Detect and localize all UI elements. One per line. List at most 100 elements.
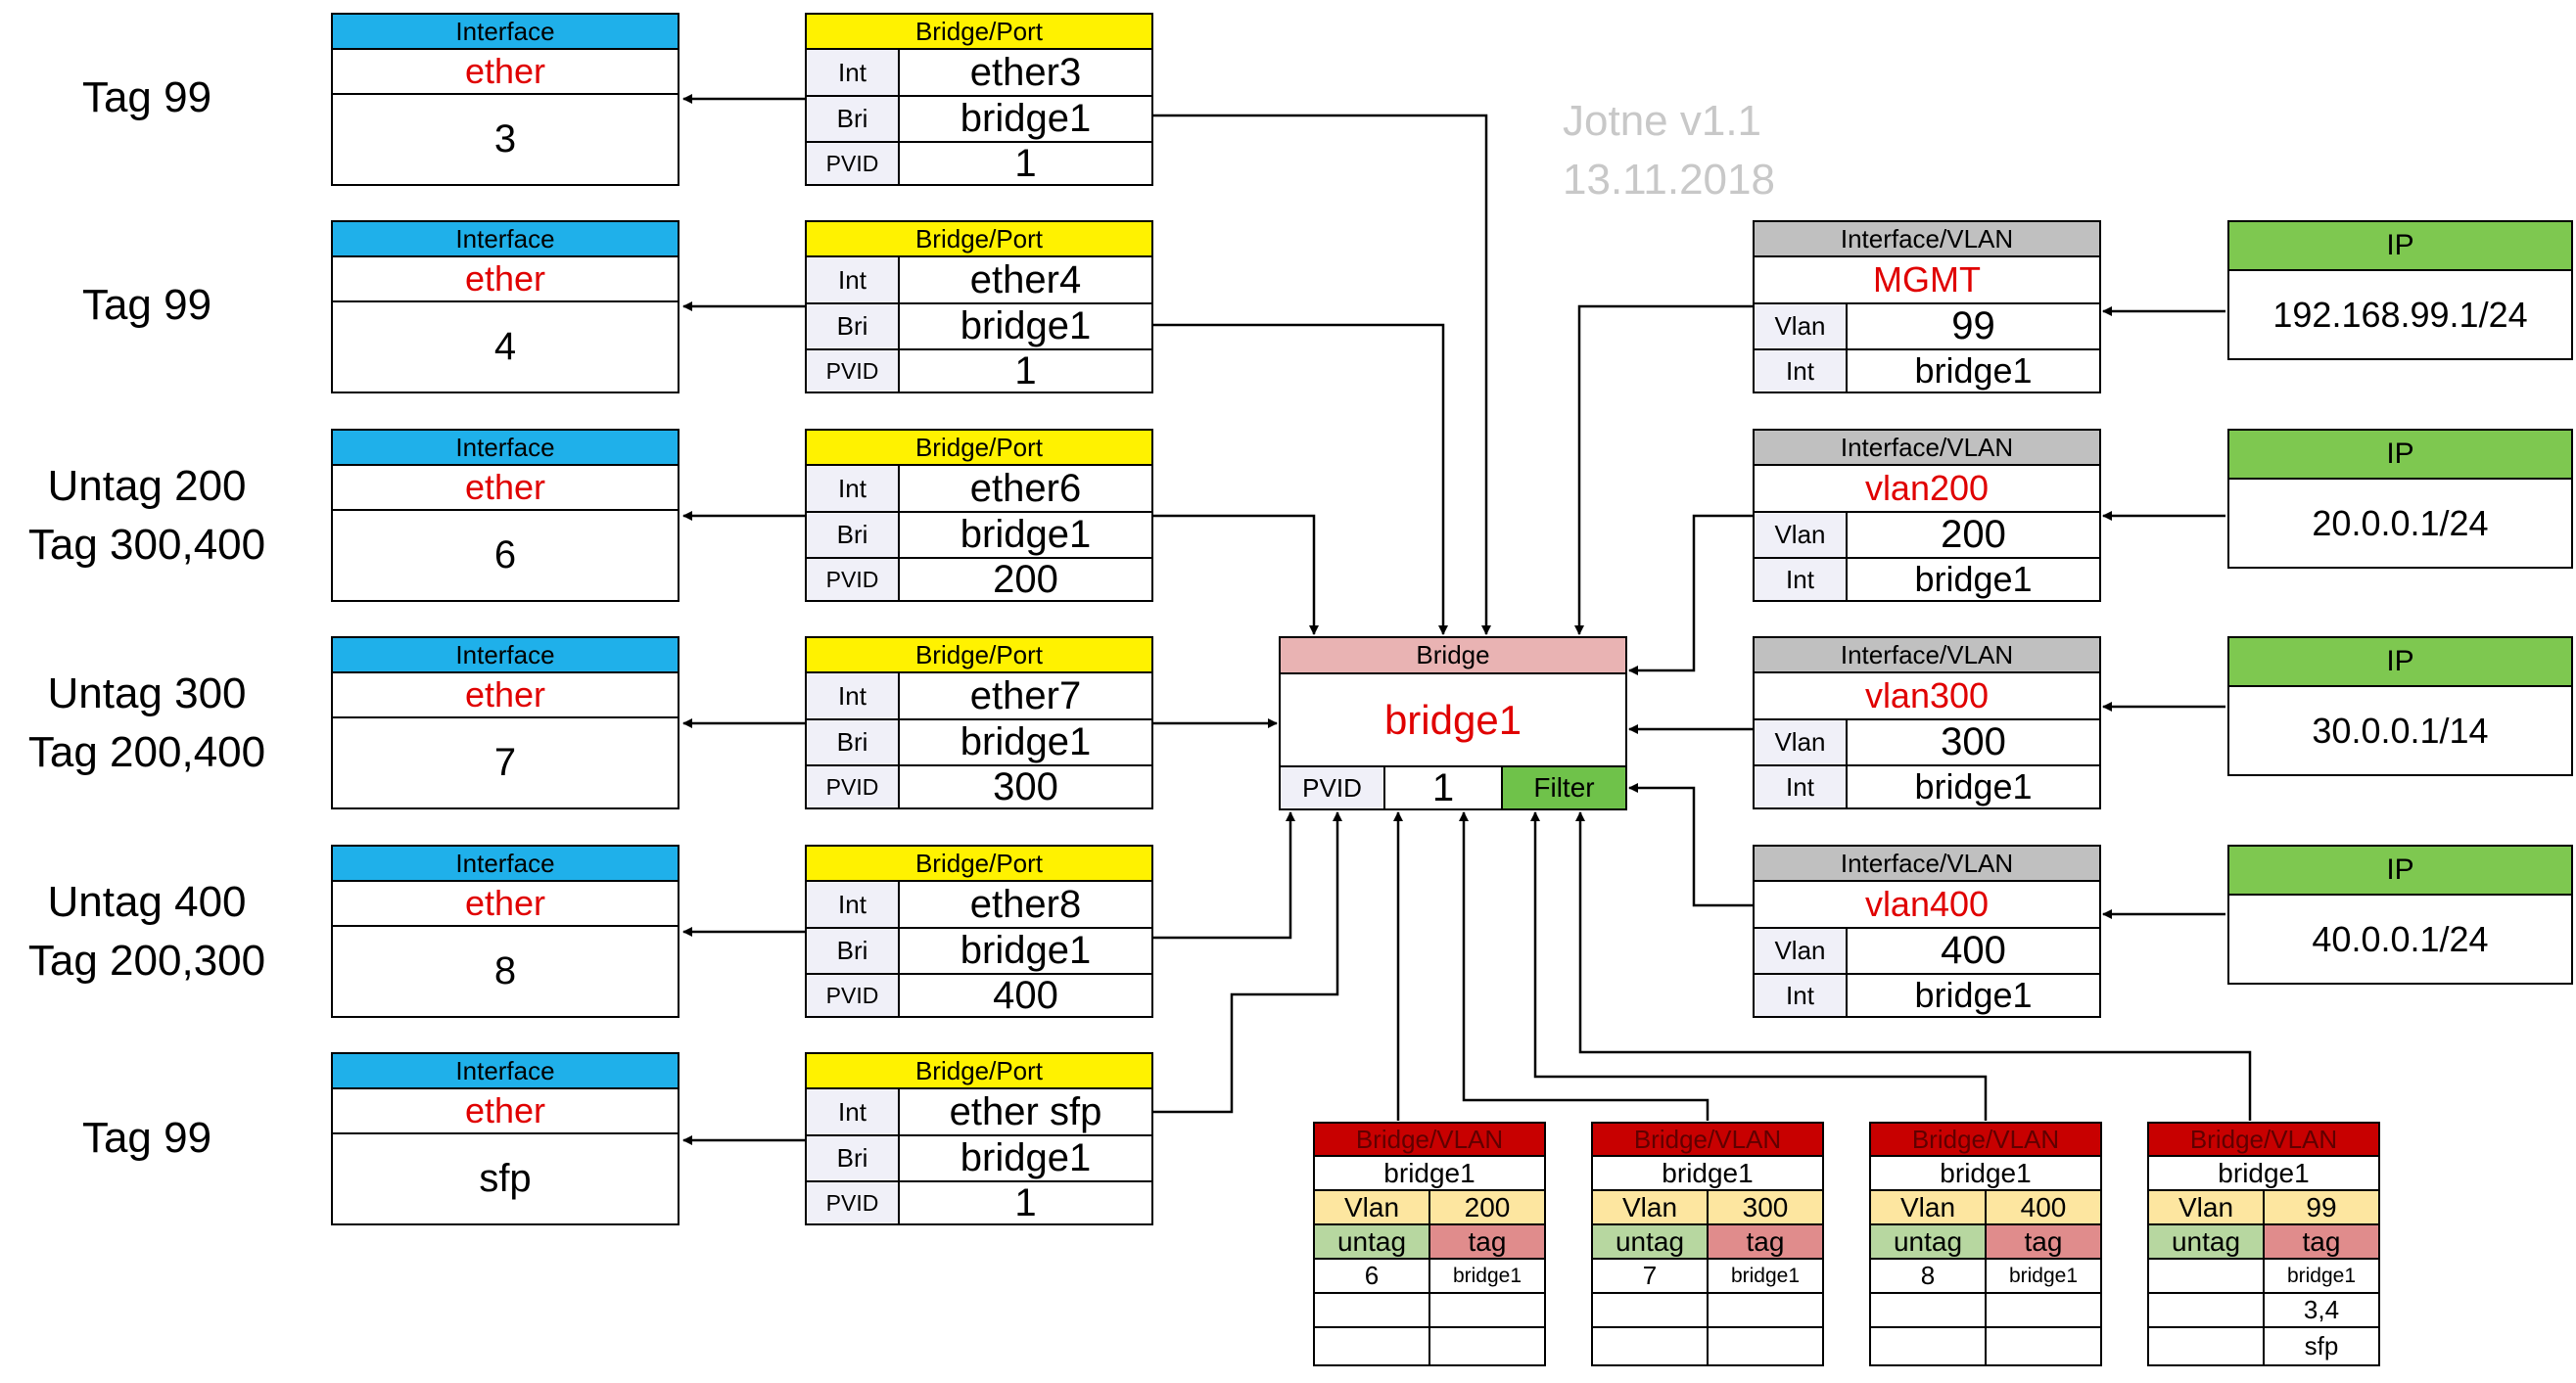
interface-header: Interface bbox=[333, 431, 678, 464]
bridge-port-header: Bridge/Port bbox=[807, 222, 1151, 255]
interface-box-4: Interface ether 4 bbox=[331, 220, 679, 393]
untag-member: 7 bbox=[1593, 1260, 1709, 1292]
side-label-line2: Tag 300,400 bbox=[27, 521, 266, 569]
side-label-line1: Tag 99 bbox=[81, 1114, 212, 1162]
bridge-filter-badge: Filter bbox=[1503, 767, 1625, 808]
int-value: ether3 bbox=[969, 50, 1082, 94]
bridge-pvid-label: PVID bbox=[1281, 767, 1385, 808]
tag-member: bridge1 bbox=[2008, 1264, 2079, 1287]
bridge-vlan-table-200: Bridge/VLAN bridge1 Vlan 200 untag tag 6… bbox=[1313, 1122, 1546, 1366]
bridge-port-header: Bridge/Port bbox=[807, 638, 1151, 671]
int-value: bridge1 bbox=[1914, 766, 2033, 807]
interface-type: ether bbox=[333, 880, 678, 925]
bridge-box: Bridge bridge1 PVID 1 Filter bbox=[1279, 636, 1627, 810]
bridge-port-box-ether3: Bridge/Port Int ether3 Bri bridge1 PVID … bbox=[805, 13, 1153, 186]
int-label: Int bbox=[807, 257, 900, 302]
bri-label: Bri bbox=[807, 513, 900, 557]
tag-member: sfp bbox=[2304, 1331, 2339, 1360]
int-value: ether6 bbox=[969, 466, 1082, 510]
bridge-vlan-member-row: 3,4 bbox=[2149, 1292, 2378, 1326]
wire-mgmt-to-bridge bbox=[1574, 304, 1753, 635]
interface-box-8: Interface ether 8 bbox=[331, 845, 679, 1018]
untag-member bbox=[1593, 1294, 1709, 1326]
side-label-6: Tag 99 bbox=[20, 1109, 274, 1168]
side-label-5: Untag 400 Tag 200,300 bbox=[20, 873, 274, 991]
bridge-vlan-member-row: 6 bridge1 bbox=[1315, 1258, 1544, 1292]
interface-number: 8 bbox=[333, 925, 678, 1016]
bridge-port-pvid-row: PVID 200 bbox=[807, 557, 1151, 601]
int-value: bridge1 bbox=[1914, 350, 2033, 391]
interface-header: Interface bbox=[333, 1054, 678, 1087]
untag-label: untag bbox=[1315, 1225, 1430, 1258]
vlan-label: Vlan bbox=[2149, 1191, 2265, 1223]
bridge-port-bri-row: Bri bridge1 bbox=[807, 302, 1151, 348]
bridge-vlan-vlan-row: Vlan 300 bbox=[1593, 1189, 1822, 1223]
side-label-line1: Untag 400 bbox=[47, 878, 247, 926]
interface-number: 7 bbox=[333, 716, 678, 807]
wire-port8-to-bridge bbox=[1152, 811, 1295, 940]
ip-header: IP bbox=[2229, 431, 2571, 478]
interface-number: 3 bbox=[333, 93, 678, 184]
pvid-label: PVID bbox=[807, 350, 900, 392]
vlan-label: Vlan bbox=[1871, 1191, 1987, 1223]
bridge-header: Bridge bbox=[1281, 638, 1625, 672]
interface-vlan-header: Interface/VLAN bbox=[1755, 847, 2099, 880]
untag-member bbox=[1315, 1328, 1430, 1364]
bridge-pvid-value: 1 bbox=[1385, 766, 1503, 809]
bri-value: bridge1 bbox=[960, 720, 1092, 763]
bridge-port-bri-row: Bri bridge1 bbox=[807, 511, 1151, 557]
interface-vlan-int-row: Int bridge1 bbox=[1755, 557, 2099, 600]
pvid-value: 400 bbox=[993, 973, 1058, 1017]
tag-member bbox=[1430, 1328, 1544, 1364]
bri-label: Bri bbox=[807, 304, 900, 348]
tag-member bbox=[1430, 1294, 1544, 1326]
vlan-value: 400 bbox=[2020, 1191, 2067, 1222]
bridge-vlan-bridge: bridge1 bbox=[1315, 1155, 1544, 1189]
bridge-vlan-member-row bbox=[1593, 1326, 1822, 1364]
pvid-value: 1 bbox=[1014, 1180, 1037, 1224]
pvid-value: 200 bbox=[993, 557, 1058, 601]
interface-header: Interface bbox=[333, 15, 678, 48]
tag-label: tag bbox=[1709, 1225, 1822, 1258]
bri-label: Bri bbox=[807, 1136, 900, 1180]
side-label-line2: Tag 200,300 bbox=[27, 937, 266, 985]
bridge-port-int-row: Int ether8 bbox=[807, 880, 1151, 927]
int-value: bridge1 bbox=[1914, 559, 2033, 599]
untag-label: untag bbox=[1593, 1225, 1709, 1258]
vlan-label: Vlan bbox=[1755, 304, 1848, 348]
bridge-port-box-sfp: Bridge/Port Int ether sfp Bri bridge1 PV… bbox=[805, 1052, 1153, 1225]
tag-member: bridge1 bbox=[1730, 1264, 1801, 1287]
side-label-4: Untag 300 Tag 200,400 bbox=[20, 665, 274, 782]
interface-vlan-vlan-row: Vlan 200 bbox=[1755, 511, 2099, 557]
interface-type: ether bbox=[333, 671, 678, 716]
bridge-vlan-member-row bbox=[1315, 1292, 1544, 1326]
ip-header: IP bbox=[2229, 638, 2571, 685]
bri-value: bridge1 bbox=[960, 1136, 1092, 1179]
ip-header: IP bbox=[2229, 222, 2571, 269]
wire-port6-to-bridge bbox=[1152, 514, 1319, 635]
bridge-port-box-ether8: Bridge/Port Int ether8 Bri bridge1 PVID … bbox=[805, 845, 1153, 1018]
untag-member bbox=[1871, 1328, 1987, 1364]
interface-vlan-int-row: Int bridge1 bbox=[1755, 973, 2099, 1016]
tag-member: bridge1 bbox=[2286, 1264, 2357, 1287]
bridge-port-bri-row: Bri bridge1 bbox=[807, 95, 1151, 141]
interface-vlan-int-row: Int bridge1 bbox=[1755, 348, 2099, 392]
bridge-vlan-member-row bbox=[1593, 1292, 1822, 1326]
bridge-vlan-untag-tag-row: untag tag bbox=[2149, 1223, 2378, 1258]
interface-vlan-vlan-row: Vlan 300 bbox=[1755, 718, 2099, 764]
tag-member: 3,4 bbox=[2303, 1295, 2340, 1324]
int-value: ether4 bbox=[969, 257, 1082, 301]
bridge-port-bri-row: Bri bridge1 bbox=[807, 718, 1151, 764]
interface-vlan-box-300: Interface/VLAN vlan300 Vlan 300 Int brid… bbox=[1753, 636, 2101, 809]
untag-member bbox=[1871, 1294, 1987, 1326]
pvid-label: PVID bbox=[807, 766, 900, 807]
side-label-line1: Tag 99 bbox=[81, 281, 212, 329]
interface-vlan-int-row: Int bridge1 bbox=[1755, 764, 2099, 807]
bri-label: Bri bbox=[807, 929, 900, 973]
int-label: Int bbox=[807, 1089, 900, 1134]
bridge-port-box-ether6: Bridge/Port Int ether6 Bri bridge1 PVID … bbox=[805, 429, 1153, 602]
vlan-value: 300 bbox=[1941, 720, 2006, 763]
interface-type: ether bbox=[333, 255, 678, 300]
interface-vlan-header: Interface/VLAN bbox=[1755, 638, 2099, 671]
tag-label: tag bbox=[2265, 1225, 2378, 1258]
